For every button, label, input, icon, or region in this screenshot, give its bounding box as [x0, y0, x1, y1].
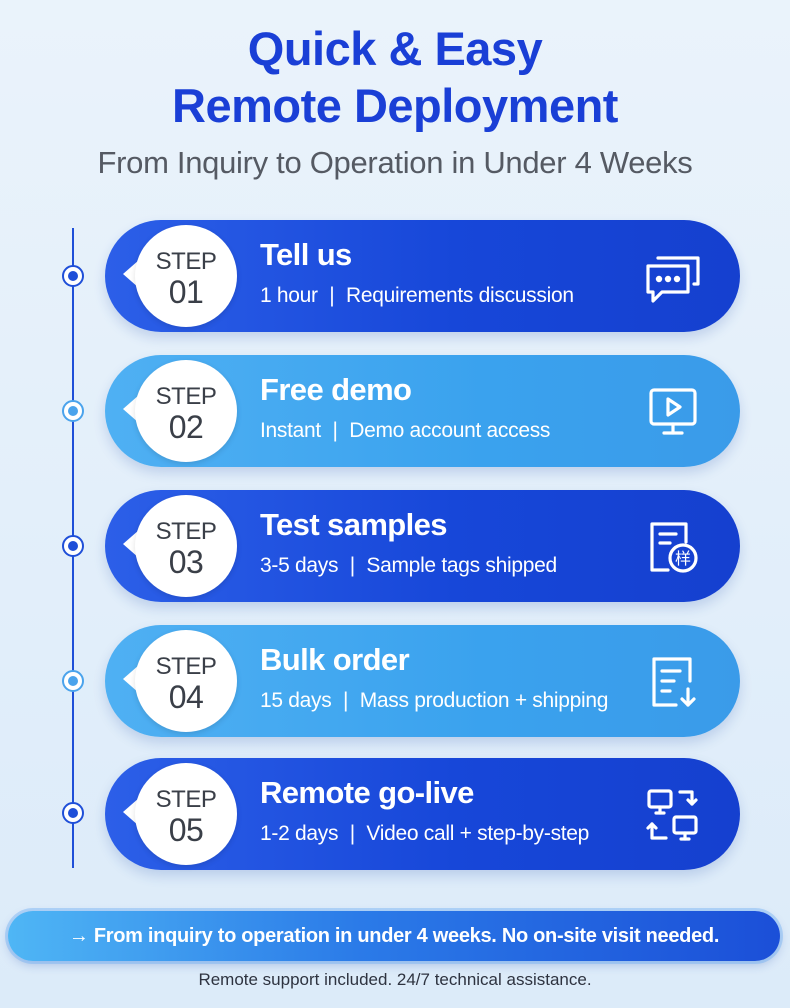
- sample-glyph: 样: [675, 549, 691, 568]
- page-subtitle: From Inquiry to Operation in Under 4 Wee…: [97, 145, 693, 180]
- step-card-5: STEP 05 Remote go-live 1-2 days | Video …: [105, 758, 740, 870]
- step-description: Instant | Demo account access: [260, 419, 550, 443]
- step-title: Remote go-live: [260, 775, 474, 810]
- step-separator: |: [332, 419, 338, 442]
- step-description: 1-2 days | Video call + step-by-step: [260, 822, 589, 846]
- remote-connection-icon: [642, 784, 704, 846]
- step-number: 01: [168, 274, 204, 310]
- step-description: 1 hour | Requirements discussion: [260, 284, 574, 308]
- step-number: 03: [168, 544, 204, 580]
- step-duration: Instant: [260, 419, 321, 442]
- step-separator: |: [349, 554, 355, 577]
- step-badge: STEP 01: [135, 225, 237, 327]
- timeline-dot-3: [62, 535, 84, 557]
- step-badge: STEP 02: [135, 360, 237, 462]
- step-card-1: STEP 01 Tell us 1 hour | Requirements di…: [105, 220, 740, 332]
- step-card-2: STEP 02 Free demo Instant | Demo account…: [105, 355, 740, 467]
- step-badge: STEP 04: [135, 630, 237, 732]
- step-number: 04: [168, 679, 204, 715]
- step-label: STEP: [155, 383, 217, 410]
- page-title-line1: Quick & Easy: [247, 22, 543, 75]
- video-play-monitor-icon: [642, 381, 704, 443]
- step-title: Bulk order: [260, 642, 410, 677]
- step-label: STEP: [155, 786, 217, 813]
- step-separator: |: [329, 284, 335, 307]
- sample-document-icon: 样: [642, 516, 704, 578]
- step-title: Test samples: [260, 507, 448, 542]
- arrow-right-icon: →: [68, 925, 89, 947]
- order-list-download-icon: [642, 651, 704, 713]
- step-detail: Sample tags shipped: [366, 554, 557, 577]
- step-duration: 1-2 days: [260, 822, 339, 845]
- step-duration: 3-5 days: [260, 554, 339, 577]
- page-title-line2: Remote Deployment: [172, 79, 618, 132]
- footer-note: Remote support included. 24/7 technical …: [198, 970, 592, 989]
- step-number: 05: [168, 812, 204, 848]
- step-duration: 1 hour: [260, 284, 318, 307]
- timeline-dot-1: [62, 265, 84, 287]
- timeline-dot-2: [62, 400, 84, 422]
- step-detail: Mass production + shipping: [359, 689, 609, 712]
- step-number: 02: [168, 409, 204, 445]
- step-duration: 15 days: [260, 689, 332, 712]
- step-label: STEP: [155, 518, 217, 545]
- timeline-dot-4: [62, 670, 84, 692]
- chat-bubbles-icon: [642, 246, 704, 308]
- step-detail: Demo account access: [349, 419, 551, 442]
- timeline-dot-5: [62, 802, 84, 824]
- step-description: 15 days | Mass production + shipping: [260, 689, 608, 713]
- step-title: Tell us: [260, 237, 352, 272]
- step-card-4: STEP 04 Bulk order 15 days | Mass produc…: [105, 625, 740, 737]
- banner-text: From inquiry to operation in under 4 wee…: [93, 925, 720, 947]
- summary-banner: → From inquiry to operation in under 4 w…: [8, 911, 780, 961]
- step-label: STEP: [155, 248, 217, 275]
- step-badge: STEP 05: [135, 763, 237, 865]
- step-separator: |: [343, 689, 349, 712]
- step-description: 3-5 days | Sample tags shipped: [260, 554, 557, 578]
- step-badge: STEP 03: [135, 495, 237, 597]
- step-card-3: STEP 03 Test samples 3-5 days | Sample t…: [105, 490, 740, 602]
- step-detail: Video call + step-by-step: [366, 822, 590, 845]
- step-detail: Requirements discussion: [346, 284, 574, 307]
- step-label: STEP: [155, 653, 217, 680]
- step-separator: |: [349, 822, 355, 845]
- step-title: Free demo: [260, 372, 412, 407]
